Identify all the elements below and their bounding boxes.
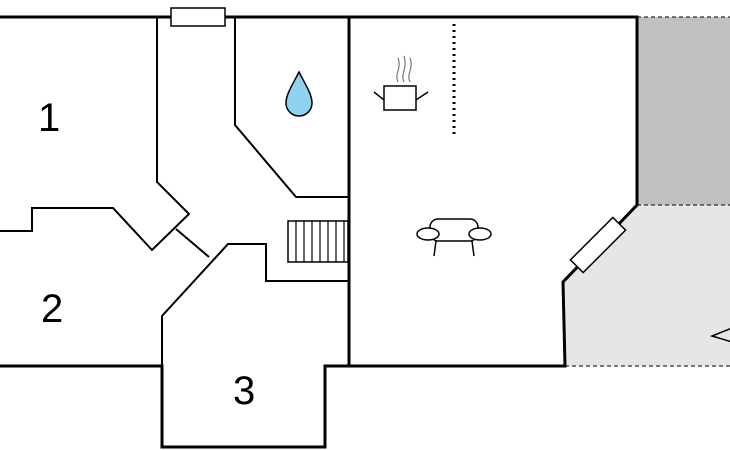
- wall-room1-right: [0, 17, 191, 252]
- water-drop-icon: [285, 70, 313, 117]
- outer-wall-top: [0, 15, 639, 449]
- room-3-label: 3: [233, 369, 255, 413]
- window-icon: [170, 7, 226, 27]
- room-1-label: 1: [38, 96, 60, 140]
- cooking-pot-icon: [373, 55, 429, 111]
- wall-room3: [161, 243, 349, 366]
- armchair-icon: [416, 218, 492, 257]
- terrace-covered: [637, 17, 730, 205]
- wall-bathroom: [234, 17, 349, 198]
- terrace-open: [563, 205, 730, 366]
- terrace-arrow-icon: [709, 327, 730, 343]
- room-2-label: 2: [41, 287, 63, 331]
- wall-diagonal-hall: [175, 228, 210, 258]
- staircase: [287, 220, 349, 263]
- fireplace-icon: [569, 216, 627, 274]
